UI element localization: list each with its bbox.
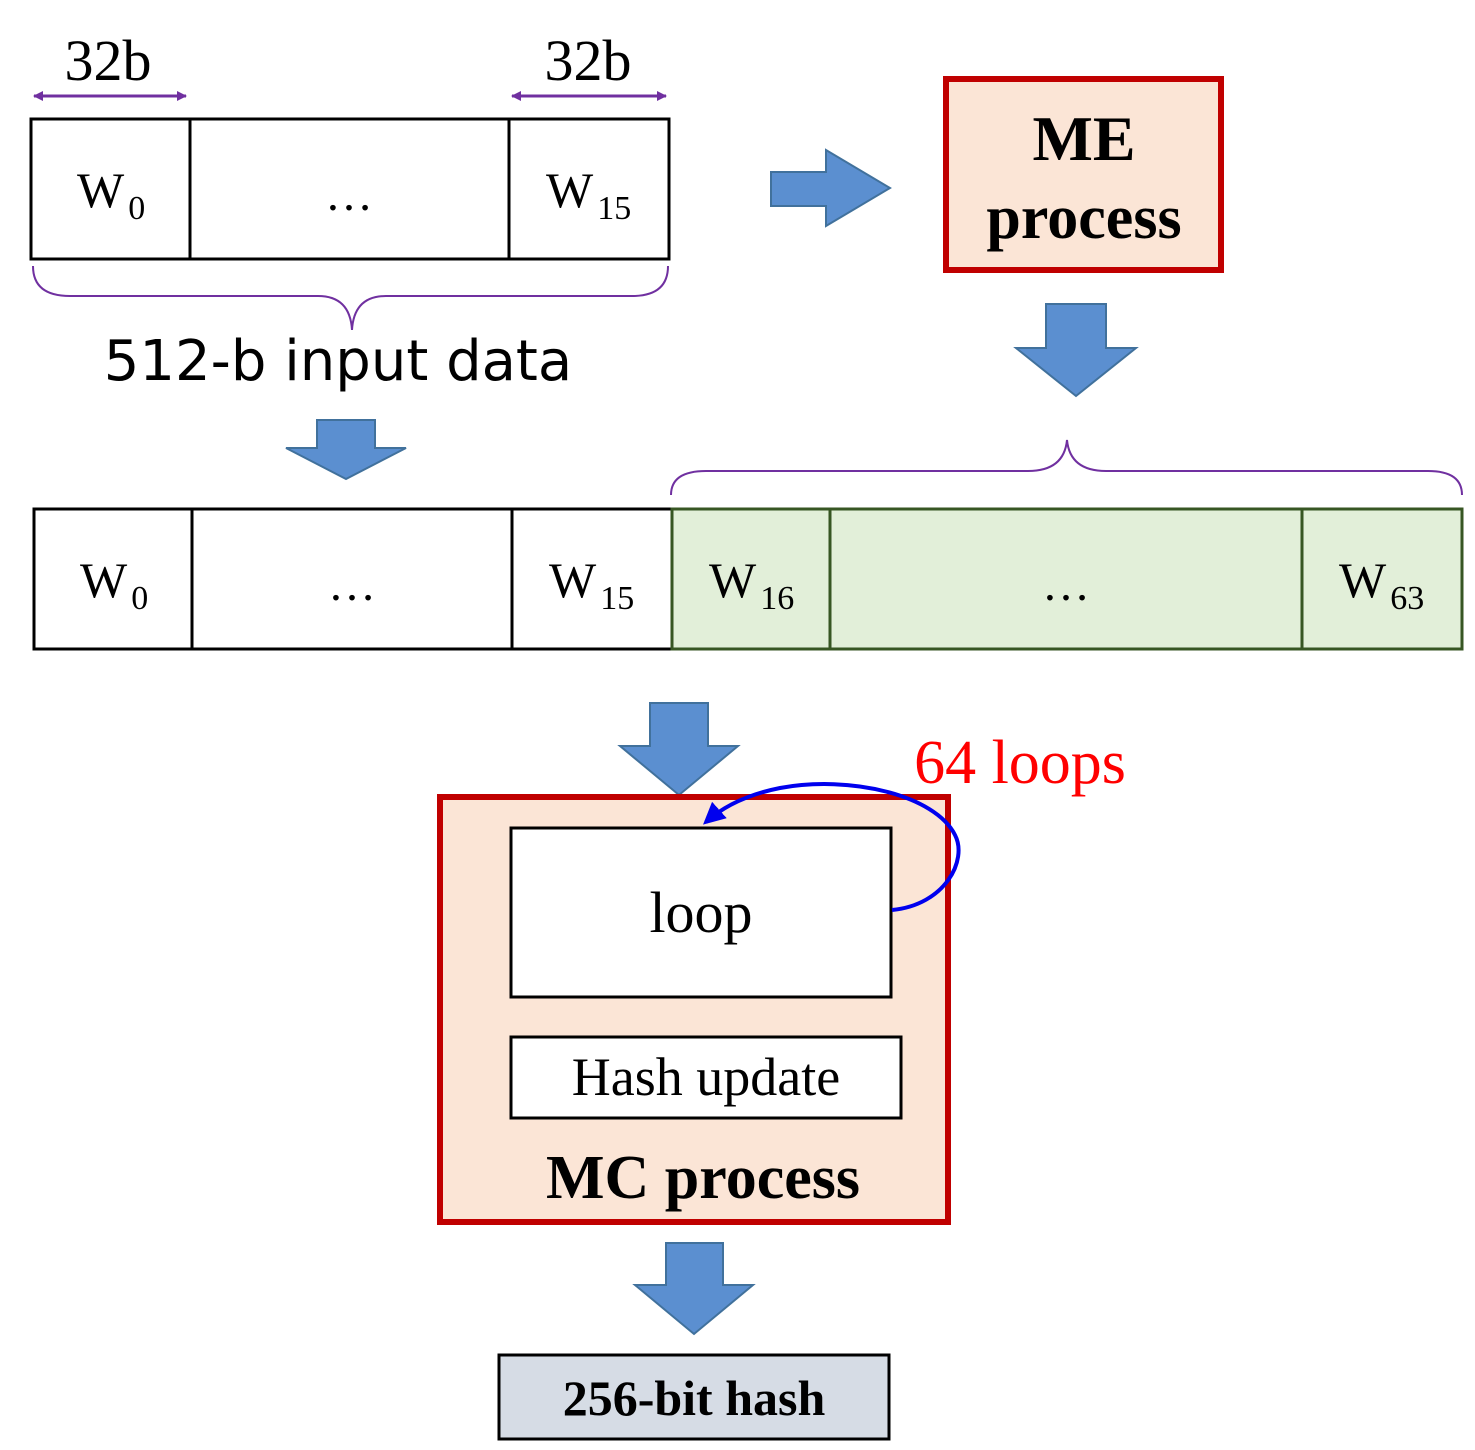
hash-update-box [509,1035,903,1120]
schedule-cell-w63 [1300,507,1464,651]
loop-label: loop [649,880,752,945]
word-subscript: 63 [1390,580,1424,617]
expansion-brace [670,439,1463,496]
word-subscript: 0 [131,580,148,617]
schedule-word-dots-expanded-label: … [1042,558,1090,611]
word-subscript: 15 [600,580,634,617]
arrow-right-icon [770,148,892,228]
output-hash-block: 256-bit hash [497,1353,891,1441]
arrow-down-icon [632,1242,756,1336]
schedule-cell-dots-expanded [828,507,1304,651]
arrow-down-icon [285,419,407,481]
me-process-block: ME process [943,76,1224,273]
input-word-cell-w0 [29,117,192,261]
word-width-label-right: 32b [545,28,632,93]
schedule-cell-w16 [670,507,832,651]
schedule-word-dots-label: … [328,558,376,611]
word-base: W [1339,552,1387,608]
word-width-label-left: 32b [65,28,152,93]
word-width-indicator-right: 32b [511,28,667,101]
word-base: W [546,162,594,218]
me-process-title: ME [1032,103,1135,174]
arrow-down-icon [617,702,741,797]
input-word-cell-dots [188,117,511,261]
output-hash-label: 256-bit hash [563,1370,826,1426]
word-subscript: 16 [760,580,794,617]
loop-box [509,826,893,999]
word-width-indicator-left: 32b [33,28,187,101]
word-base: W [549,552,597,608]
input-brace [32,265,669,331]
mc-process-block: loop Hash update MC process [437,794,951,1225]
word-base: W [80,552,128,608]
arrow-down-icon [1013,303,1139,398]
word-base: W [709,552,757,608]
loop-back-arrow-icon [703,782,961,912]
input-data-label: 512-b input data [104,329,572,394]
word-subscript: 0 [128,190,145,227]
word-base: W [77,162,125,218]
mc-process-title: MC process [546,1144,860,1212]
me-process-subtitle: process [986,184,1181,252]
input-word-dots-label: … [325,168,373,221]
hash-update-label: Hash update [572,1047,840,1107]
schedule-cell-w15 [510,507,674,651]
input-word-cell-w15 [507,117,671,261]
loop-count-label: 64 loops [914,729,1126,797]
word-subscript: 15 [597,190,631,227]
